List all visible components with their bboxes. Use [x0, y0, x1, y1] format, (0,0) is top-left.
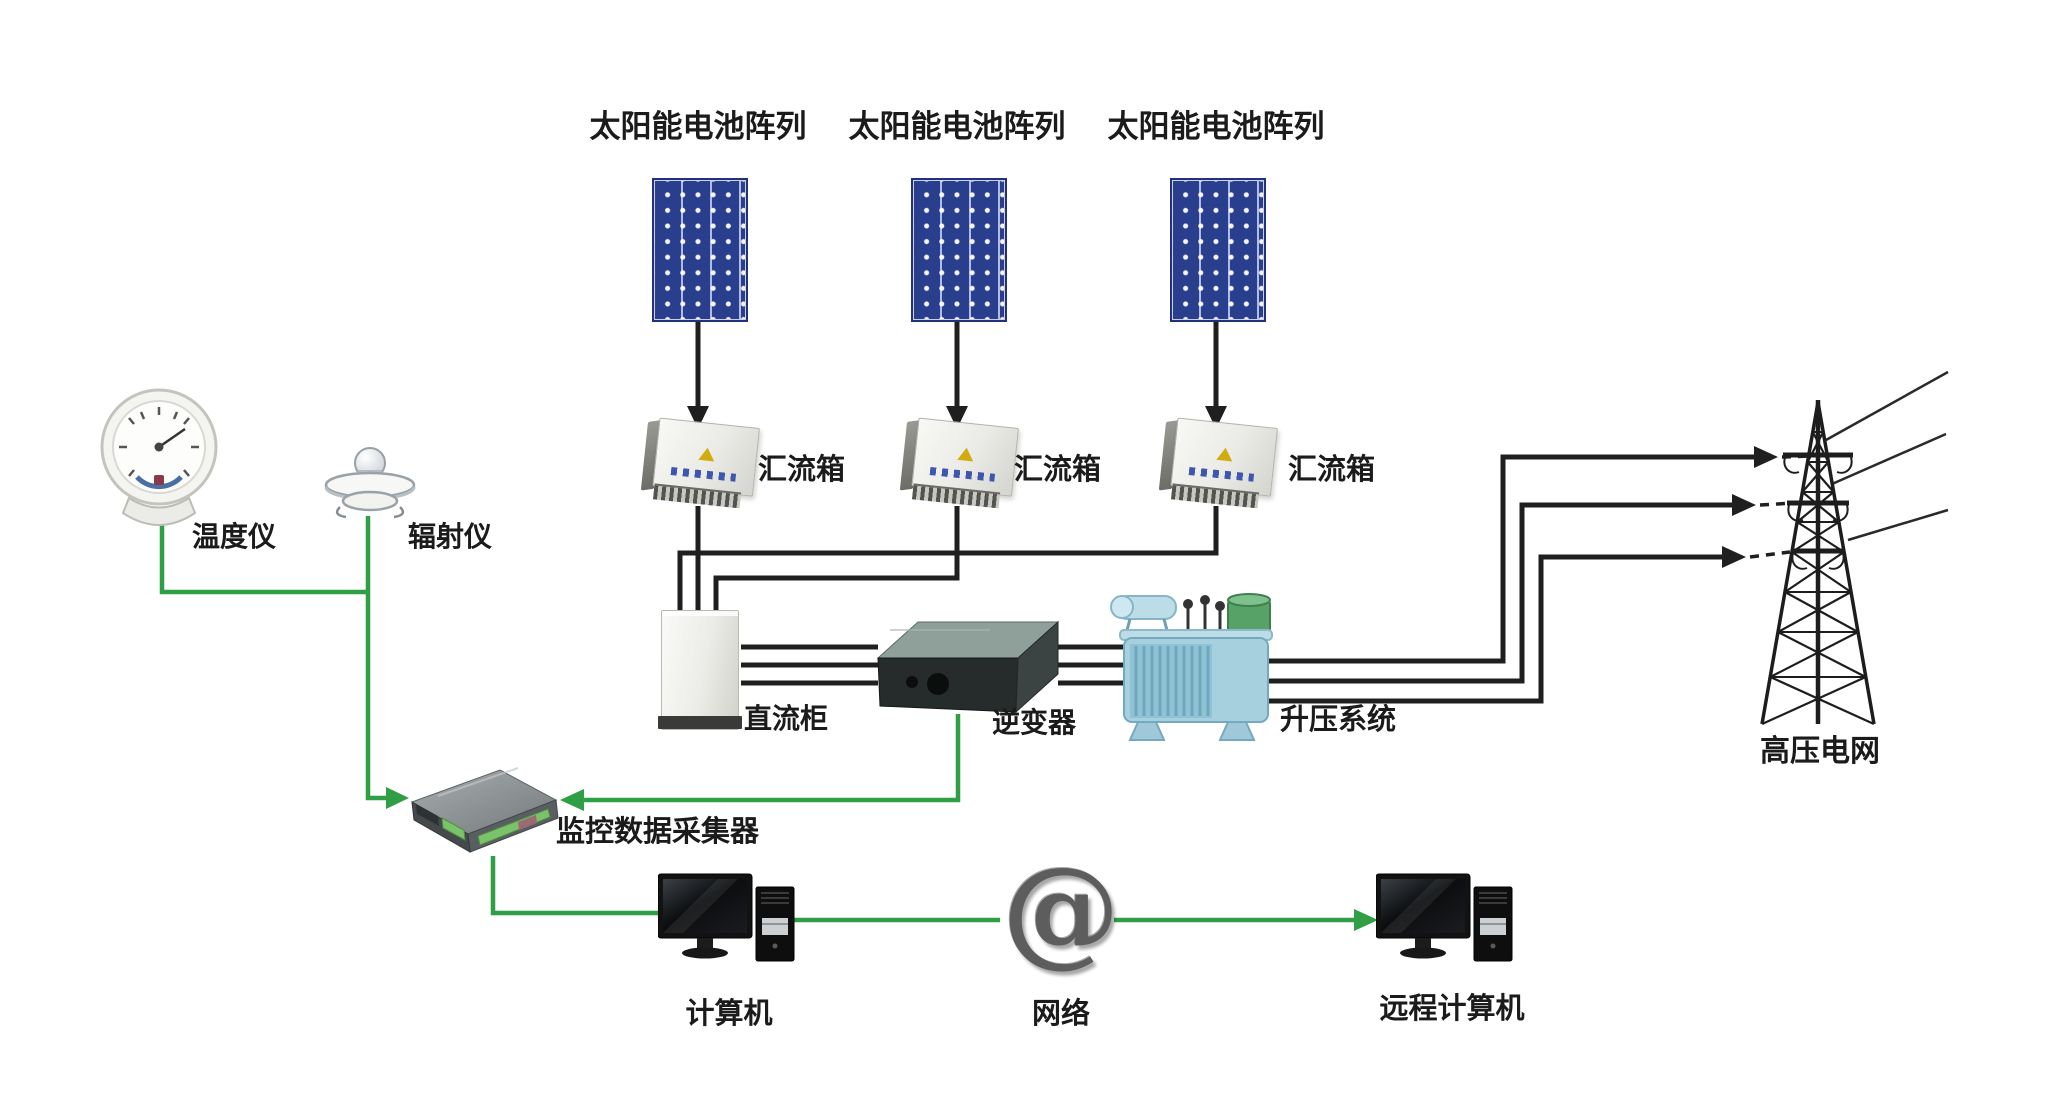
solar-panel-2	[911, 178, 1007, 322]
dc-cabinet-top	[662, 611, 738, 616]
dc-cabinet-base	[658, 716, 742, 729]
power-wires-black	[677, 322, 1754, 704]
remote-computer	[1376, 873, 1513, 962]
combiner-label-2: 汇流箱	[1014, 452, 1102, 486]
combiner-box-2	[899, 416, 1019, 509]
hv-grid-label: 高压电网	[1760, 734, 1880, 769]
thermometer-gauge	[100, 388, 218, 526]
combiner-print-marks	[1188, 467, 1255, 482]
solar-panel-3	[1170, 178, 1266, 322]
warning-triangle-icon	[956, 446, 975, 462]
data-collector-label: 监控数据采集器	[556, 814, 760, 848]
dc-cabinet	[658, 610, 742, 730]
power-arrowheads	[687, 406, 1778, 568]
signal-wires-green	[159, 516, 1354, 923]
inverter-label: 逆变器	[992, 706, 1077, 739]
grid-conductors	[1825, 370, 1949, 542]
solar-array-label-3: 太阳能电池阵列	[1107, 109, 1325, 145]
combiner-box-1	[640, 416, 760, 509]
signal-arrowheads	[386, 787, 1378, 931]
combiner-label-3: 汇流箱	[1288, 452, 1376, 486]
network-label: 网络	[1031, 996, 1090, 1030]
solar-panel-1	[652, 178, 748, 322]
radiometer	[324, 447, 416, 519]
warning-triangle-icon	[1215, 446, 1234, 462]
boost-transformer	[1110, 593, 1273, 741]
thermometer-label: 温度仪	[192, 520, 277, 553]
combiner-print-marks	[670, 467, 737, 482]
computer	[658, 873, 795, 962]
computer-label: 计算机	[685, 996, 773, 1030]
data-collector	[410, 767, 559, 853]
boost-system-label: 升压系统	[1280, 702, 1397, 736]
inverter	[876, 620, 1060, 714]
transmission-tower	[1760, 400, 1876, 726]
network-at-icon: @	[1002, 840, 1120, 979]
combiner-label-1: 汇流箱	[758, 452, 846, 486]
combiner-print-marks	[929, 467, 996, 482]
combiner-box-3	[1158, 416, 1278, 509]
solar-array-label-2: 太阳能电池阵列	[848, 109, 1066, 145]
warning-triangle-icon	[697, 446, 716, 462]
radiometer-label: 辐射仪	[408, 520, 493, 553]
dc-cabinet-label: 直流柜	[744, 702, 829, 735]
solar-array-label-1: 太阳能电池阵列	[589, 109, 807, 145]
remote-computer-label: 远程计算机	[1379, 991, 1525, 1025]
